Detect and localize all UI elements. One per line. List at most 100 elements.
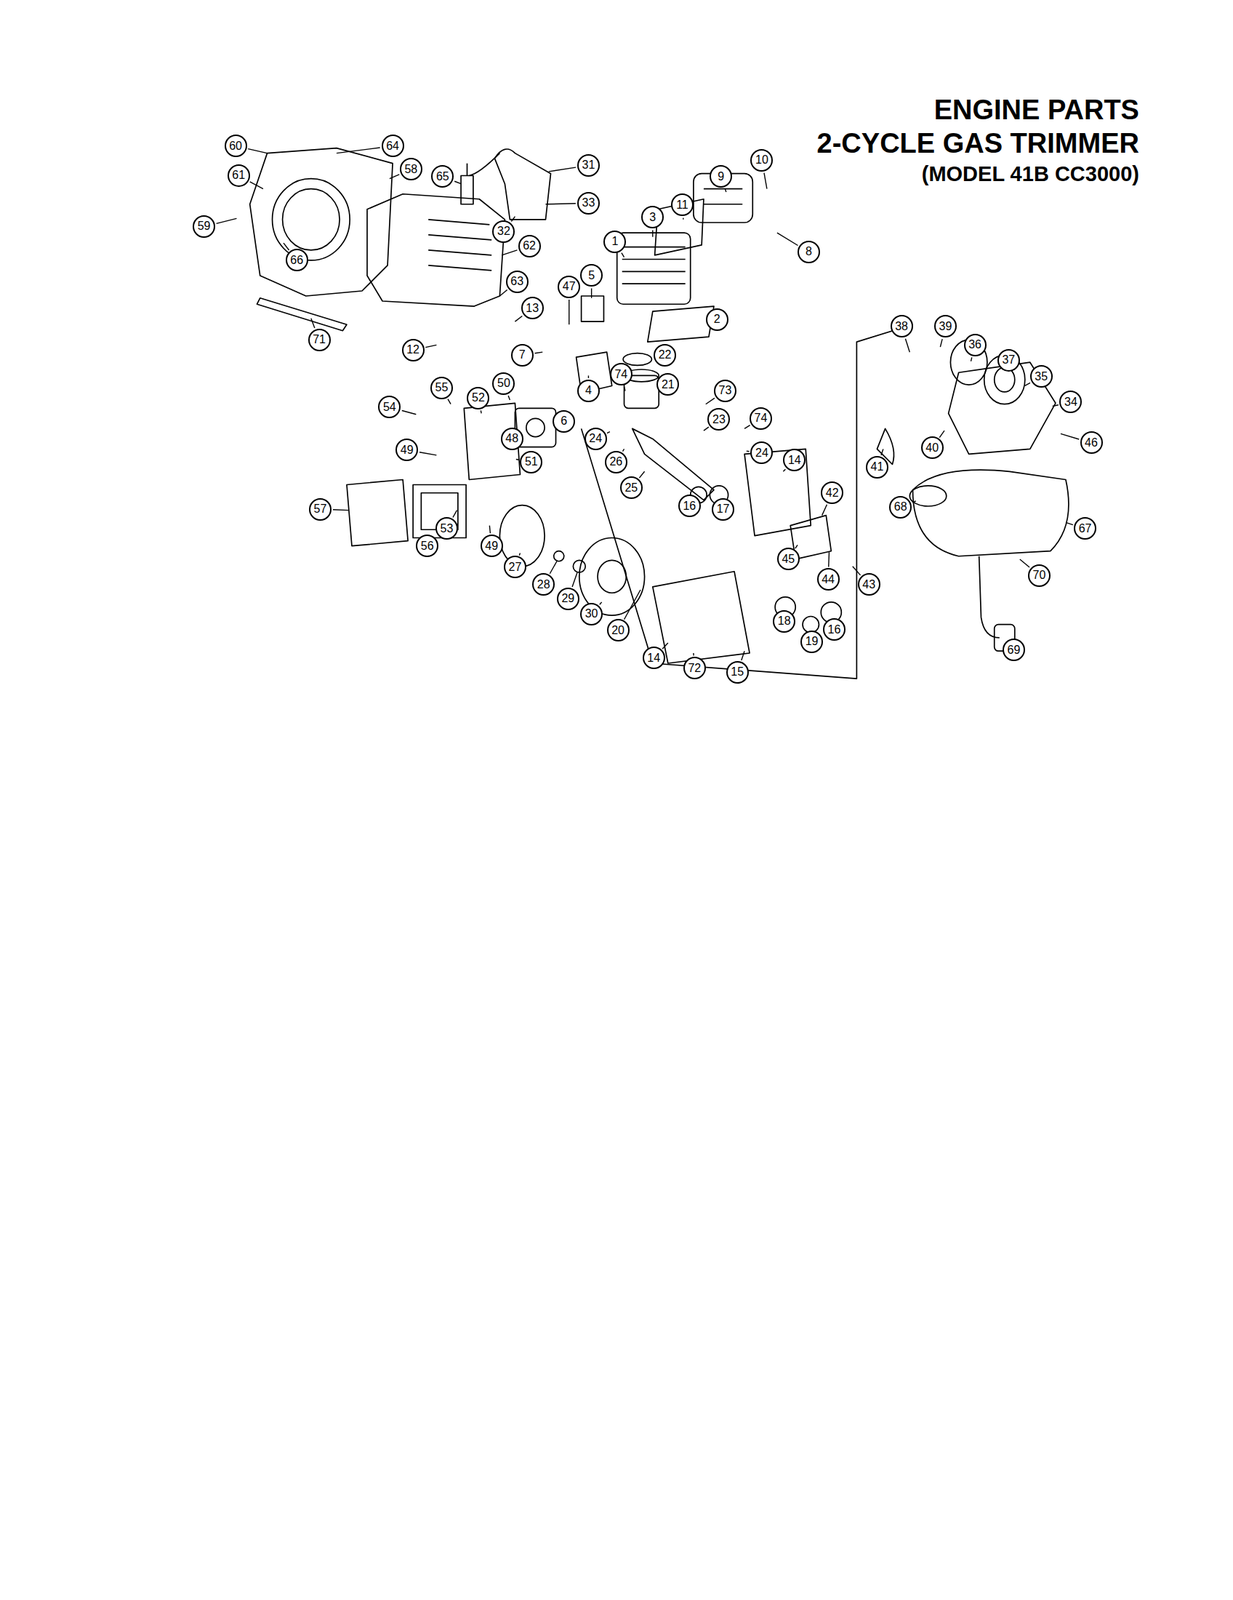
callout-number: 6 — [552, 410, 576, 433]
leader-line — [516, 458, 520, 461]
callout-number: 22 — [653, 343, 677, 367]
callout-number: 3 — [641, 205, 664, 229]
heading-text: 2-CYCLE GAS TRIMMER — [817, 127, 1140, 160]
callout-number: 42 — [820, 481, 844, 504]
leader-line — [447, 399, 451, 405]
callout-number: 71 — [308, 328, 331, 352]
leader-line — [682, 218, 685, 220]
leader-line — [514, 315, 522, 322]
leader-line — [940, 338, 943, 347]
callout-number: 16 — [678, 494, 701, 517]
callout-number: 74 — [749, 407, 773, 430]
callout-number: 1 — [603, 230, 626, 253]
leader-line — [828, 551, 830, 567]
callout-number: 24 — [584, 427, 608, 451]
callout-number: 24 — [750, 441, 773, 464]
callout-number: 64 — [381, 134, 405, 158]
leader-line — [724, 189, 726, 192]
leader-line — [535, 351, 544, 354]
leader-line — [548, 167, 576, 172]
callout-number: 32 — [492, 220, 515, 243]
callout-number: 20 — [607, 618, 630, 642]
callout-number: 11 — [671, 193, 694, 216]
leader-line — [549, 561, 557, 574]
callout-number: 29 — [556, 587, 580, 610]
callout-number: 51 — [519, 450, 543, 474]
callout-number: 53 — [435, 516, 459, 540]
callout-number: 68 — [889, 495, 912, 519]
leader-line — [639, 471, 645, 478]
leader-line — [703, 426, 709, 431]
callout-number: 55 — [430, 376, 453, 400]
leader-line — [419, 452, 437, 456]
leader-line — [777, 232, 799, 246]
callout-number: 10 — [750, 149, 773, 172]
leader-line — [452, 510, 458, 518]
callout-number: 15 — [726, 660, 749, 684]
callout-number: 37 — [997, 348, 1020, 372]
callout-number: 43 — [857, 572, 881, 596]
leader-line — [621, 252, 625, 258]
leader-line — [852, 566, 861, 576]
leader-line — [247, 149, 267, 154]
leader-line — [519, 553, 520, 556]
callout-number: 31 — [577, 154, 600, 177]
callout-number: 25 — [620, 476, 643, 499]
leader-line — [705, 397, 715, 404]
leader-line — [336, 147, 381, 154]
leader-line — [250, 181, 264, 190]
callout-number: 47 — [557, 275, 581, 299]
callout-number: 27 — [503, 555, 527, 578]
callout-number: 65 — [431, 165, 454, 188]
callout-number: 19 — [800, 630, 823, 653]
leader-line — [283, 242, 290, 251]
leader-line — [1019, 559, 1030, 568]
callout-number: 33 — [577, 191, 600, 215]
callout-number: 40 — [921, 436, 944, 459]
callout-number: 17 — [711, 497, 735, 521]
callout-number: 61 — [227, 164, 251, 187]
callout-number: 73 — [713, 379, 737, 403]
leader-line — [425, 344, 437, 347]
callout-number: 9 — [709, 165, 733, 188]
callout-number: 52 — [466, 386, 490, 410]
leader-line — [741, 650, 745, 661]
callout-number: 63 — [505, 270, 529, 293]
callout-number: 50 — [492, 372, 515, 395]
leader-line — [501, 250, 517, 256]
callout-number: 58 — [399, 157, 423, 181]
leader-line — [764, 173, 767, 190]
callout-number: 7 — [511, 343, 534, 367]
leader-line — [332, 508, 349, 511]
callout-number: 21 — [656, 372, 680, 396]
callout-number: 26 — [604, 450, 628, 474]
leader-line — [1060, 433, 1079, 440]
leader-line — [939, 430, 945, 438]
leader-line — [402, 410, 417, 414]
leader-line — [572, 572, 578, 587]
callout-number: 54 — [378, 395, 401, 419]
leader-line — [311, 318, 315, 328]
callout-number: 49 — [395, 438, 419, 461]
leader-line — [692, 652, 695, 656]
leader-line — [624, 386, 626, 391]
callout-number: 67 — [1073, 516, 1097, 540]
leader-line — [499, 290, 507, 296]
callout-number: 34 — [1059, 390, 1082, 413]
leader-line — [591, 287, 592, 298]
leader-line — [652, 230, 653, 238]
leader-line — [624, 589, 641, 620]
callout-number: 39 — [934, 314, 957, 338]
callout-number: 45 — [777, 547, 800, 570]
callout-number: 35 — [1030, 364, 1053, 388]
leader-line — [568, 299, 570, 325]
callout-number: 13 — [521, 296, 544, 320]
leader-line — [795, 544, 798, 549]
callout-number: 2 — [705, 308, 729, 331]
leader-line — [1052, 404, 1059, 407]
callout-number: 69 — [1002, 638, 1026, 661]
callout-number: 4 — [577, 379, 600, 403]
callout-number: 57 — [308, 497, 332, 521]
leader-line — [905, 338, 910, 352]
callout-number: 38 — [890, 314, 914, 338]
